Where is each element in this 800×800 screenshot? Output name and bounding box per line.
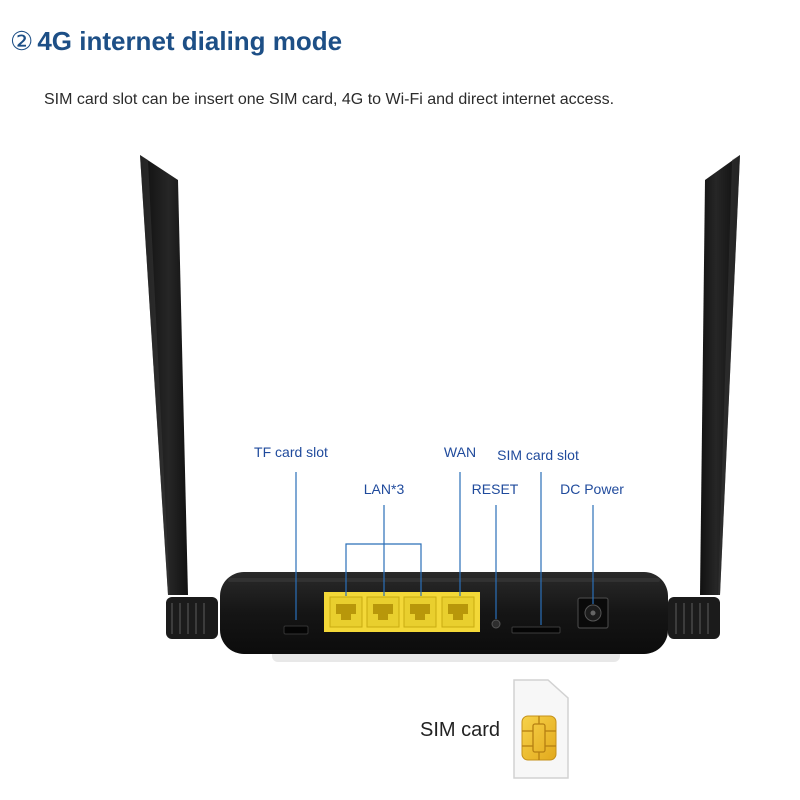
sim-card-label: SIM card [420,719,501,741]
label-tf-card-slot: TF card slot [254,444,328,460]
tf-card-slot [283,625,309,635]
sim-card-image [513,679,569,779]
label-wan: WAN [443,444,477,460]
label-dc-power: DC Power [560,481,624,497]
label-reset: RESET [471,481,519,497]
page-title-text: 4G internet dialing mode [37,26,343,56]
lan-port-2 [366,596,400,628]
lan-port-3 [403,596,437,628]
label-sim-card-slot: SIM card slot [497,447,579,463]
description-text: SIM card slot can be insert one SIM card… [44,91,615,108]
step-marker: ② [10,26,34,56]
label-lan: LAN*3 [363,481,405,497]
left-antenna [140,155,218,639]
lan-port-1 [329,596,363,628]
leader-lines [295,472,594,625]
wan-port [441,596,475,628]
ethernet-ports [324,592,480,632]
reset-button [491,619,501,629]
right-antenna [668,155,740,639]
sim-card-slot [511,626,561,634]
